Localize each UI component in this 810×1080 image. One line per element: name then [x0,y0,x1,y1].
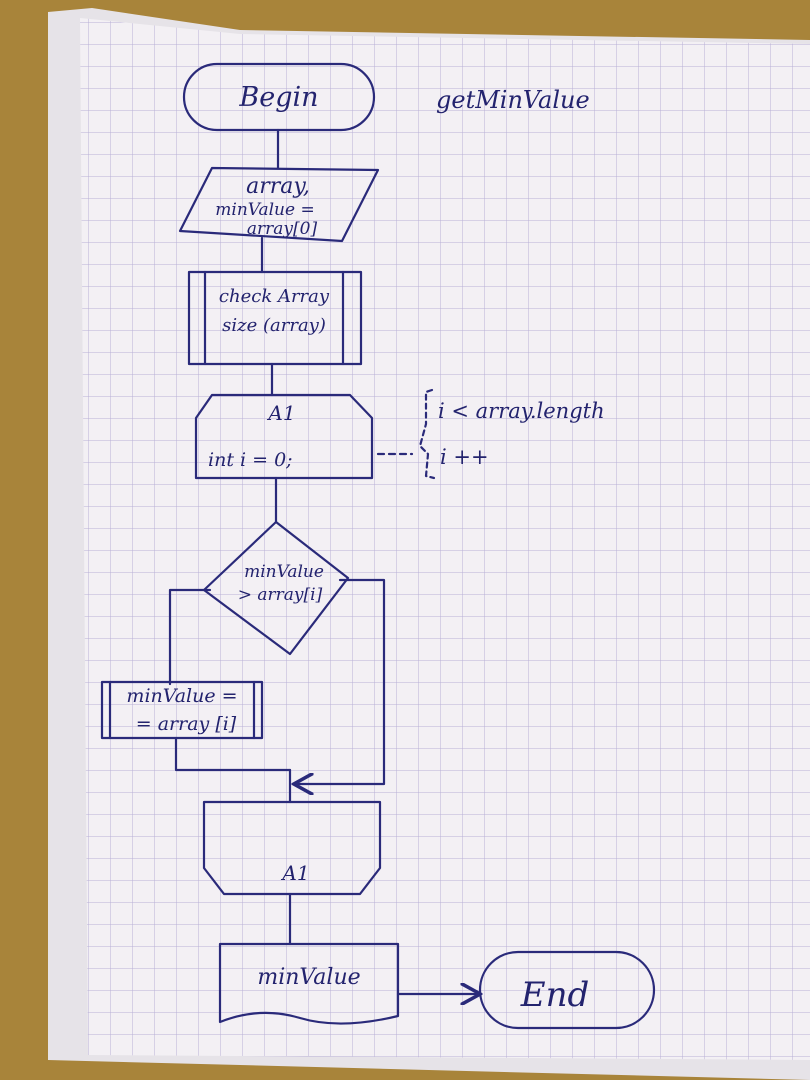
decision-line-2: > array[i] [238,585,323,605]
end-label: End [520,975,589,1015]
loop-init: int i = 0; [208,449,293,471]
begin-label: Begin [238,82,318,113]
loop-start-label: A1 [266,401,295,425]
decision-line-1: minValue [244,562,324,582]
input-line-3: array[0] [247,219,318,239]
loop-condition: i < array.length [438,399,605,423]
subprocess-box: check Array size (array) [187,270,363,366]
loop-annotation: i < array.length i ++ [376,388,605,480]
loop-end-label: A1 [280,861,309,885]
decision-diamond: minValue > array[i] [202,520,350,656]
loop-start-block: A1 int i = 0; [194,393,374,480]
branch-left-return [174,736,292,772]
assign-box: minValue = = array [i] [100,680,264,740]
output-box: minValue [218,942,400,1025]
input-line-1: array, [246,174,310,199]
begin-terminator: Begin [182,62,376,132]
subprocess-line-2: size (array) [222,315,326,336]
branch-left [168,588,212,686]
paper-sheet [48,8,810,1080]
subprocess-line-1: check Array [219,286,330,307]
assign-line-1: minValue = [126,685,237,707]
loop-increment: i ++ [440,445,489,469]
end-terminator: End [478,950,656,1030]
diagram-title: getMinValue [436,86,590,114]
input-parallelogram: array, minValue = array[0] [178,166,380,243]
loop-end-block: A1 [202,800,382,896]
output-label: minValue [257,965,360,990]
assign-line-2: = array [i] [136,713,237,735]
branch-right [296,578,386,784]
input-line-2: minValue = [215,200,314,220]
